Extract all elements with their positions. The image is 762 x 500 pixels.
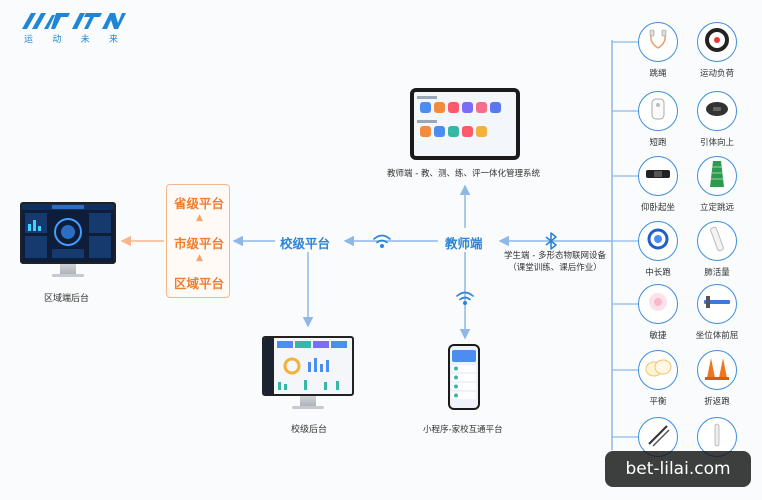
device-circle [638, 284, 678, 324]
device-circle [697, 417, 737, 457]
teacher-tablet [410, 88, 520, 160]
pullup-sensor-icon [704, 99, 730, 123]
device-circle [638, 22, 678, 62]
device-label: 中长跑 [645, 268, 671, 278]
situp-band-icon [644, 166, 672, 186]
brand-logo: 运 动 未 来 [22, 12, 130, 45]
tablet-screen [414, 92, 516, 156]
jump-rope-icon [646, 28, 670, 56]
device-circle [697, 91, 737, 131]
logo-char: 来 [108, 35, 118, 45]
wifi-icon [373, 234, 391, 249]
district-platform: 区域平台 [173, 276, 224, 291]
device-label: 跳绳 [649, 69, 667, 79]
student-line-1: 学生端 - 多形态物联网设备 [504, 251, 606, 261]
balance-disc-icon [644, 357, 672, 383]
school-platform-title: 校级平台 [280, 236, 331, 251]
device-label: 立定跳远 [699, 203, 734, 213]
device-circle [638, 156, 678, 196]
student-devices-label: 学生端 - 多形态物联网设备 （课堂训练、课后作业） [497, 250, 613, 274]
device-label: 肺活量 [704, 268, 730, 278]
heart-band-icon [704, 27, 730, 57]
device-circle [638, 221, 678, 261]
student-line-2: （课堂训练、课后作业） [508, 263, 602, 273]
device-circle [638, 350, 678, 390]
spirometer-icon [707, 225, 727, 257]
logo-char: 运 [24, 35, 34, 45]
province-platform: 省级平台 [173, 196, 224, 211]
mini-program-label: 小程序-家校互通平台 [423, 425, 503, 435]
device-label: 运动负荷 [699, 69, 734, 79]
phone-screen [450, 346, 478, 408]
regional-backend-label: 区域端后台 [44, 294, 90, 304]
logo-mark-icon [22, 13, 126, 29]
device-label: 坐位体前屈 [695, 331, 739, 341]
device-circle [697, 284, 737, 324]
stick-icon [645, 422, 671, 452]
device-label: 短跑 [649, 138, 667, 148]
wifi-icon [456, 291, 474, 305]
device-circle [697, 350, 737, 390]
wrist-tag-icon [645, 226, 671, 256]
agility-pad-icon [646, 290, 670, 318]
device-label: 引体向上 [699, 138, 734, 148]
logo-char: 未 [80, 35, 90, 45]
cone-icon [703, 354, 731, 386]
device-label: 平衡 [649, 397, 667, 407]
teacher-system-label: 教师端 - 教、测、练、评一体化管理系统 [387, 169, 540, 179]
school-backend-label: 校级后台 [291, 425, 328, 435]
platform-stack: 省级平台 ▲ 市级平台 ▲ 区域平台 [166, 184, 230, 298]
city-platform: 市级平台 [173, 236, 224, 251]
jump-mat-icon [709, 159, 725, 193]
sit-reach-icon [702, 292, 732, 316]
logo-char: 动 [52, 35, 62, 45]
up-arrow-icon: ▲ [196, 213, 203, 223]
teacher-title: 教师端 [445, 236, 483, 251]
device-label: 仰卧起坐 [640, 203, 675, 213]
device-circle [638, 91, 678, 131]
device-circle [697, 22, 737, 62]
bluetooth-icon [545, 232, 557, 250]
device-label: 折返跑 [704, 397, 730, 407]
device-circle [638, 417, 678, 457]
device-label: 敏捷 [649, 331, 667, 341]
watermark: bet-lilai.com [605, 451, 751, 487]
device-circle [697, 156, 737, 196]
device-circle [697, 221, 737, 261]
school-dashboard-screen [264, 338, 347, 394]
pen-sensor-icon [710, 422, 724, 452]
up-arrow-icon: ▲ [196, 253, 203, 263]
dashboard-screen [22, 204, 114, 258]
mini-program-phone [448, 344, 480, 410]
sprint-sensor-icon [648, 97, 668, 125]
